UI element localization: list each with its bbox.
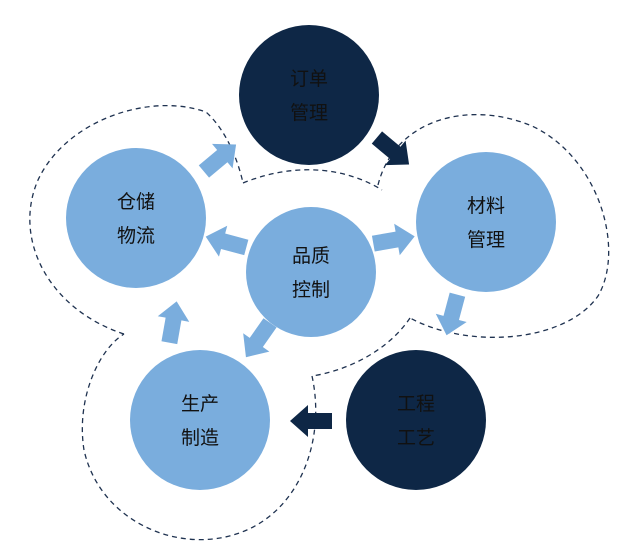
arrow-engineering-to-production — [290, 405, 332, 437]
dashed-arc-bottom — [81, 333, 317, 541]
node-quality-label-2: 控制 — [292, 279, 330, 301]
dashed-arc-right — [377, 114, 610, 338]
node-warehouse-circle — [66, 148, 206, 288]
node-order-label-2: 管理 — [290, 102, 328, 124]
arrow-quality-to-material — [371, 223, 415, 256]
dashed-arc-center-bottom — [311, 317, 411, 377]
arrow-quality-to-warehouse — [205, 225, 249, 257]
node-quality-circle — [246, 207, 376, 337]
node-material-label-1: 材料 — [467, 195, 505, 217]
node-warehouse-label-2: 物流 — [117, 225, 155, 247]
node-quality-label-1: 品质 — [292, 245, 330, 267]
node-production-circle — [130, 350, 270, 490]
node-order-label-1: 订单 — [290, 68, 328, 90]
arrow-order-to-material — [371, 131, 410, 166]
arrow-quality-to-production — [243, 318, 277, 358]
node-engineering-label-2: 工艺 — [397, 427, 435, 449]
node-material-label-2: 管理 — [467, 229, 505, 251]
dashed-arc-top — [242, 169, 383, 191]
node-production-label-1: 生产 — [181, 393, 219, 415]
node-warehouse-label-1: 仓储 — [117, 191, 155, 213]
arrow-production-to-warehouse — [157, 301, 190, 345]
node-production-label-2: 制造 — [181, 427, 219, 449]
node-order-circle — [239, 25, 379, 165]
node-engineering-circle — [346, 350, 486, 490]
node-engineering-label-1: 工程 — [397, 393, 435, 415]
node-material-circle — [416, 152, 556, 292]
dashed-arc-left — [29, 104, 244, 335]
arrow-material-to-engineering — [435, 292, 467, 336]
arrow-warehouse-to-order — [198, 143, 237, 178]
